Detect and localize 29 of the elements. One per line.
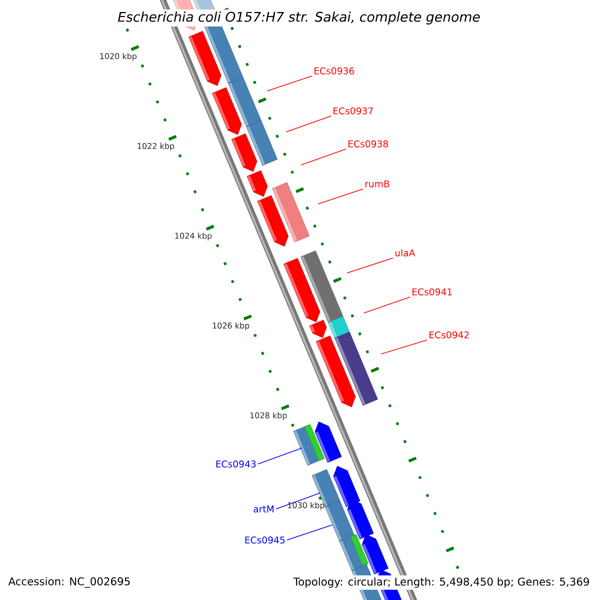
- leader-line: [346, 258, 394, 274]
- leader-line: [300, 148, 346, 166]
- leader-line: [318, 188, 364, 204]
- leader-line: [276, 492, 320, 510]
- gene-label: ECs0943: [216, 460, 256, 468]
- gene-label: ECs0942: [430, 331, 469, 338]
- leader-line: [286, 524, 332, 540]
- tick-label: 1028 kbp: [250, 412, 287, 420]
- gene-label: rumB: [365, 180, 390, 188]
- gene-label: ECs0936: [314, 67, 354, 74]
- gene-label: artM: [254, 506, 274, 512]
- tick-label: 1026 kbp: [212, 322, 250, 330]
- tick-label: 1024 kbp: [175, 232, 212, 240]
- gene-label: ulaA: [395, 249, 416, 256]
- tick-label: 1030 kbp: [288, 502, 324, 510]
- leader-line: [258, 448, 302, 464]
- leader-line: [364, 296, 410, 314]
- gene-label: ECs0938: [348, 140, 388, 148]
- gene-label: ECs0945: [245, 536, 285, 544]
- leader-line: [380, 340, 428, 354]
- tick-label: 1022 kbp: [138, 142, 174, 151]
- title: Escherichia coli O157:H7 str. Sakai, complete genome: [116, 10, 482, 26]
- gene-label: ECs0937: [334, 107, 373, 114]
- leader-line: [266, 76, 312, 92]
- gene-label: ECs0941: [412, 288, 452, 296]
- tick-label: 1020 kbp: [100, 53, 137, 61]
- accession-label: Accession: NC_002695: [6, 575, 133, 590]
- leader-line: [286, 116, 332, 132]
- genome-info-label: Topology: circular; Length: 5,498,450 bp; Genes: 5,369: [291, 575, 592, 590]
